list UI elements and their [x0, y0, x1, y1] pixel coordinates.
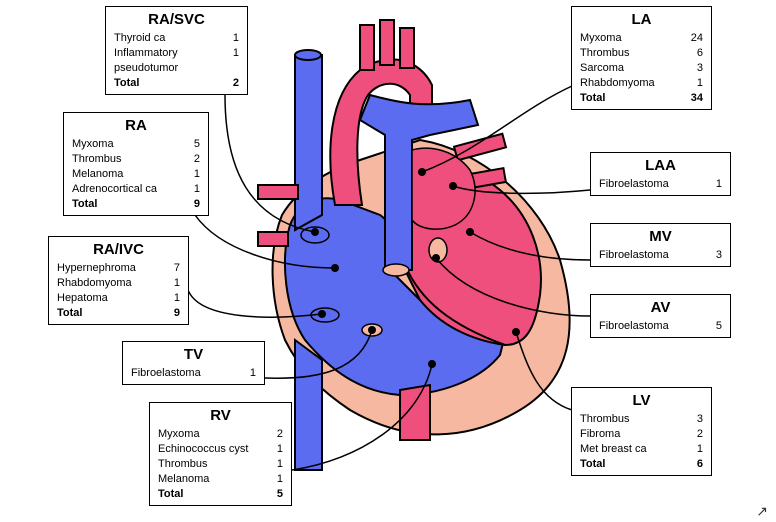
leader-dots [311, 168, 520, 368]
dot-laa [449, 182, 457, 190]
ivc [294, 338, 323, 471]
descending-aorta [399, 383, 431, 441]
resize-arrow-icon[interactable]: ↗ [756, 503, 768, 519]
pulm-vein-left-2 [257, 231, 289, 247]
dot-ra [331, 264, 339, 272]
leader-lines [187, 85, 591, 471]
dot-tv [368, 326, 376, 334]
leader-ra-svc [224, 94, 316, 233]
arch-branch-1 [359, 24, 375, 71]
leader-lv [515, 331, 573, 411]
arch-branch-3 [399, 27, 415, 69]
box-title: TV [183, 346, 204, 363]
dot-ra-svc [311, 228, 319, 236]
leader-rv [291, 363, 433, 471]
dot-rv [428, 360, 436, 368]
aortic-valve [382, 263, 410, 277]
leader-av [435, 257, 591, 317]
arch-branch-2 [379, 19, 395, 66]
leader-tv [264, 329, 373, 379]
aortic-arch [329, 58, 433, 206]
box-title: AV [650, 299, 671, 316]
dot-lv [512, 328, 520, 336]
leader-mv [469, 231, 591, 261]
right-heart [284, 197, 507, 397]
dot-av [432, 254, 440, 262]
dot-mv [466, 228, 474, 236]
box-title: LA [631, 11, 652, 28]
box-title: RA/IVC [93, 241, 144, 258]
svc-top [294, 49, 322, 61]
box-title: LV [632, 392, 651, 409]
leader-ra [194, 214, 336, 269]
septum [404, 264, 506, 346]
dot-ra-ivc [318, 310, 326, 318]
svc [294, 54, 323, 232]
box-title: RA [125, 117, 147, 134]
pulm-vein-left-1 [257, 184, 299, 200]
dot-la [418, 168, 426, 176]
leader-ra-ivc [187, 289, 323, 318]
leader-laa [452, 185, 591, 195]
box-title: LAA [645, 157, 676, 174]
left-atrium [411, 147, 476, 230]
box-title: RA/SVC [148, 11, 205, 28]
box-title: MV [649, 228, 672, 245]
box-title: RV [210, 407, 231, 424]
pulm-vein-right-1 [452, 132, 508, 162]
leader-la [421, 85, 573, 173]
